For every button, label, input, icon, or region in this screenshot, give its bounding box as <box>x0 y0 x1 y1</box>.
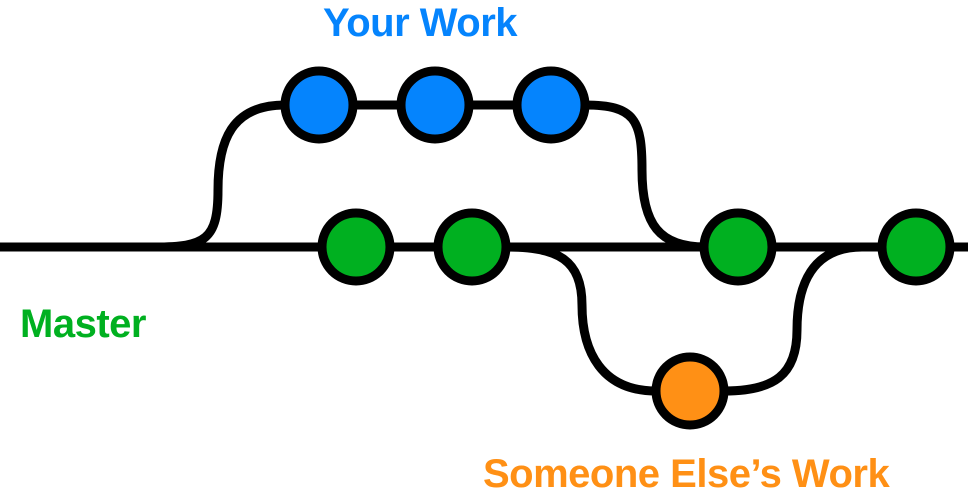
branch-label-master: Master <box>20 302 146 346</box>
edge-branch-out-to-your-work <box>150 100 290 252</box>
commit-node-layer <box>280 66 955 430</box>
edge-merge-your-work-into-master <box>580 100 710 252</box>
commit-node-master-5[interactable] <box>280 66 358 144</box>
label-layer: Your Work Master Someone Else’s Work <box>20 1 891 496</box>
commit-node-your-work-3[interactable] <box>651 352 729 430</box>
edge-branch-out-to-someone-else <box>503 242 661 396</box>
branch-label-your-work: Your Work <box>323 1 518 45</box>
commit-node-master-3[interactable] <box>699 208 777 286</box>
commit-node-your-work-1[interactable] <box>396 66 474 144</box>
branch-label-someone-elses-work: Someone Else’s Work <box>483 452 890 496</box>
commit-node-master-2[interactable] <box>433 208 511 286</box>
commit-node-your-work-2[interactable] <box>512 66 590 144</box>
commit-node-master-1[interactable] <box>317 208 395 286</box>
commit-node-master-4-merge[interactable] <box>877 208 955 286</box>
edge-merge-someone-else-into-master <box>719 242 867 396</box>
